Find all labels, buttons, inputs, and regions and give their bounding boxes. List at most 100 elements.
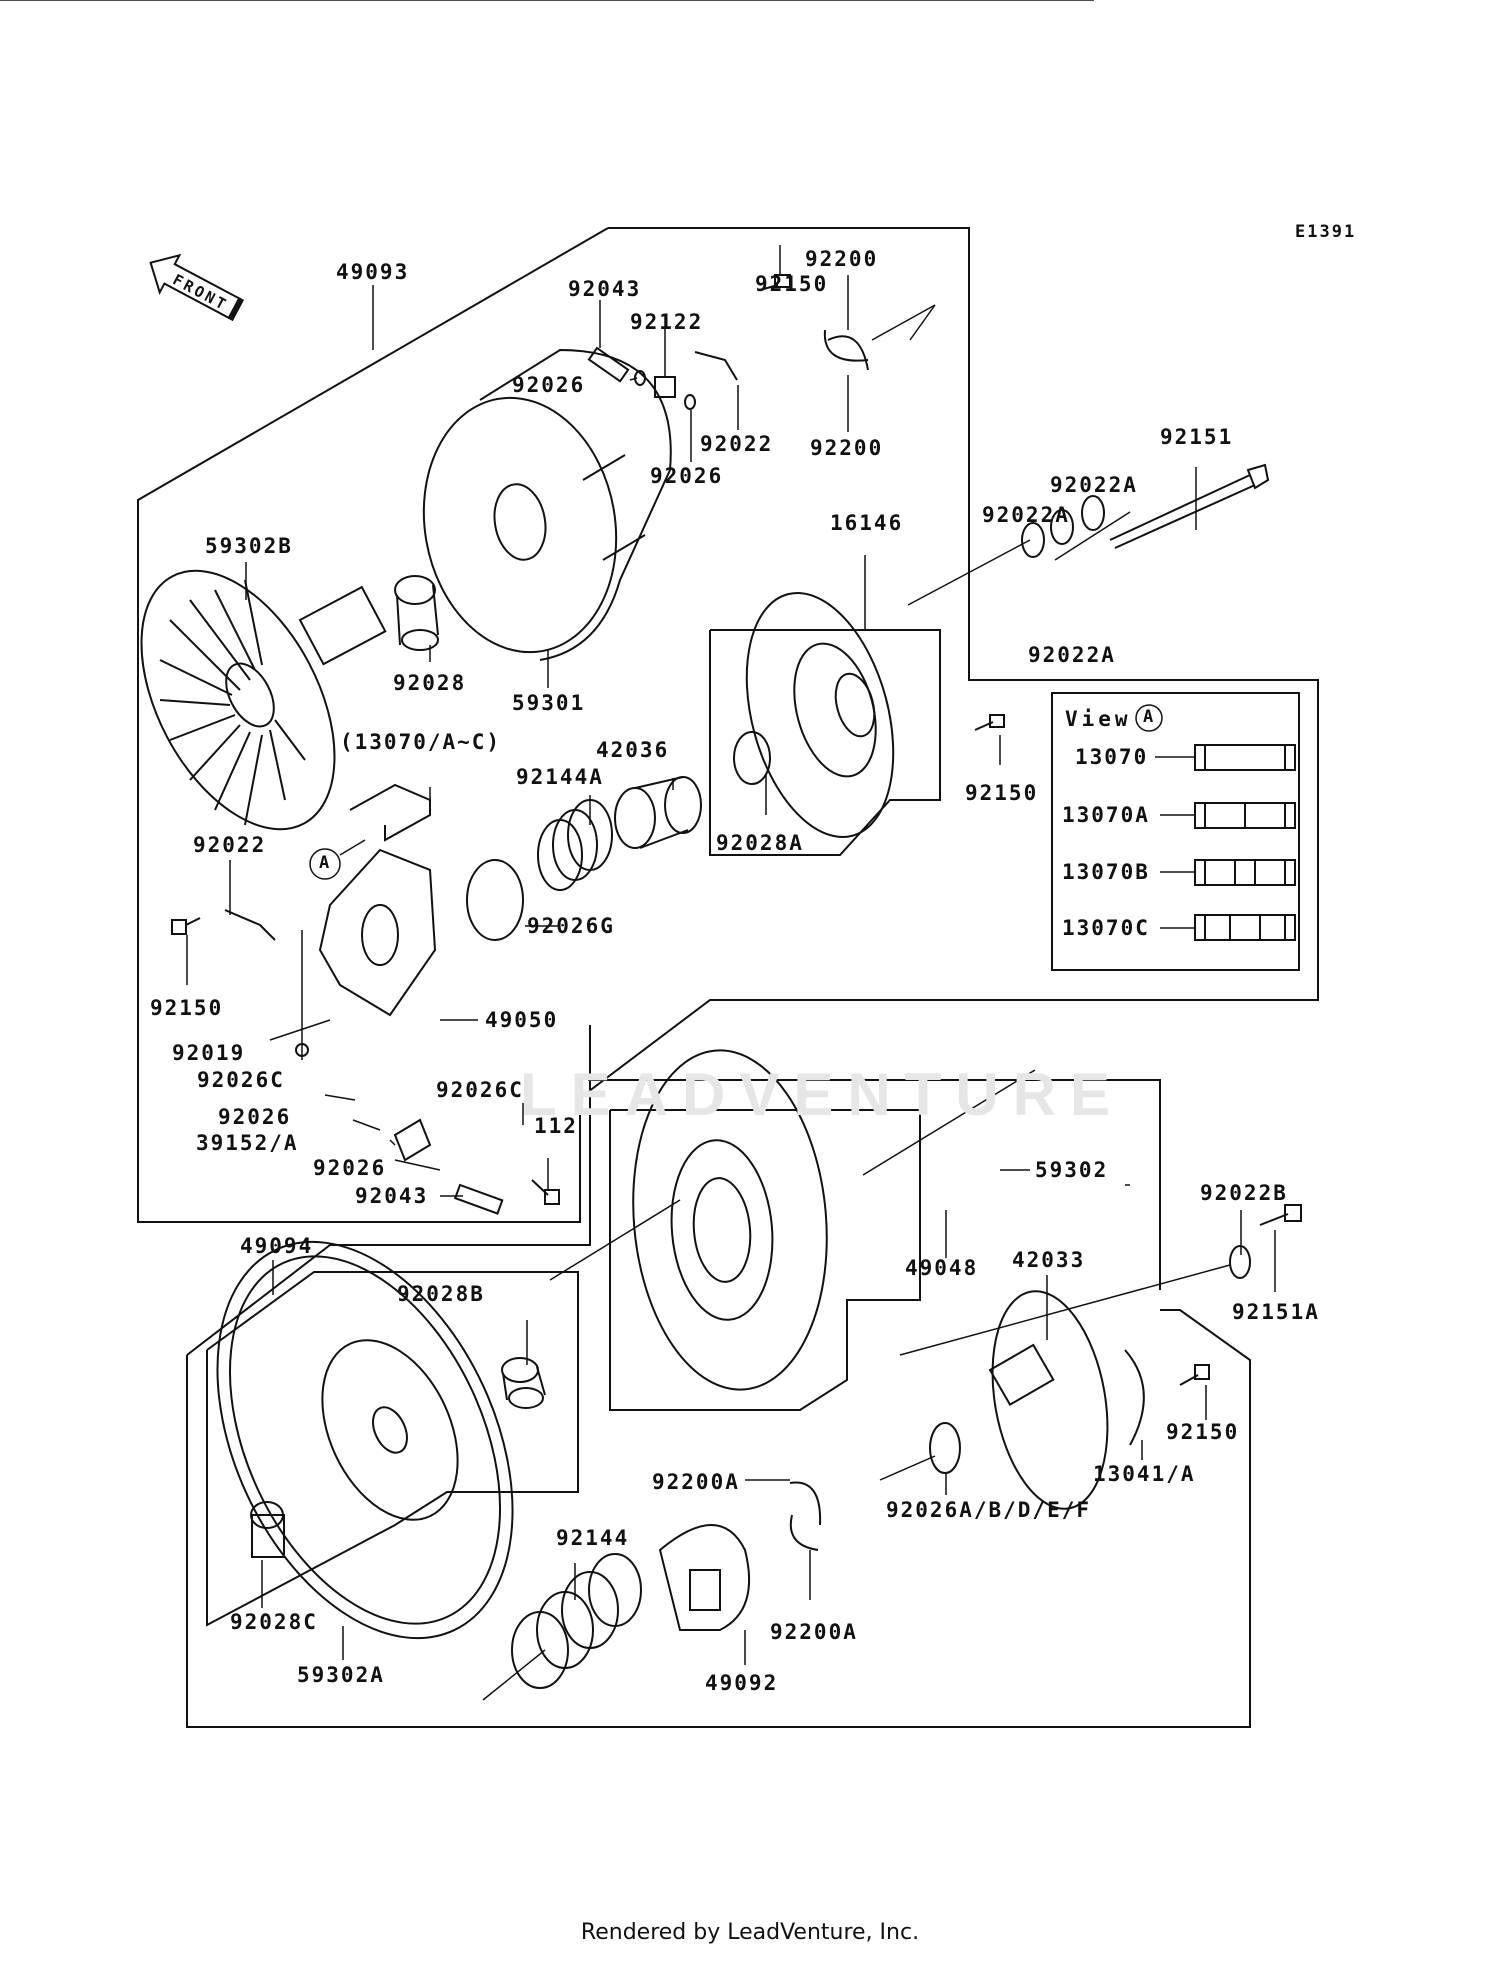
part-label-92200A-b[interactable]: 92200A (770, 1620, 858, 1644)
weight-39152A (393, 1118, 432, 1162)
part-label-92019[interactable]: 92019 (172, 1041, 246, 1065)
assembly-outline-49093 (137, 227, 1319, 1223)
part-label-92028A[interactable]: 92028A (716, 831, 804, 855)
part-label-92144A[interactable]: 92144A (516, 765, 604, 789)
part-label-92150-left[interactable]: 92150 (150, 996, 224, 1020)
washer-92022A-1 (1021, 522, 1045, 558)
assembly-outline-16146 (709, 629, 941, 856)
part-label-13070-ac[interactable]: (13070/A~C) (340, 730, 502, 754)
part-label-49048[interactable]: 49048 (905, 1256, 979, 1280)
part-label-92026-c[interactable]: 92026 (218, 1105, 292, 1129)
bolt-92151A (1259, 1204, 1302, 1226)
view-a-item-13070C-glyph (1194, 914, 1296, 941)
plate-92022-left (224, 909, 276, 941)
ref-a-marker: A (319, 853, 330, 873)
part-label-92026-a[interactable]: 92026 (512, 373, 586, 397)
part-label-92200A-a[interactable]: 92200A (652, 1470, 740, 1494)
part-label-92022B[interactable]: 92022B (1200, 1181, 1288, 1205)
half-ring-92200-bot (823, 329, 869, 362)
bushing-92028B (501, 1357, 546, 1409)
part-label-16146[interactable]: 16146 (830, 511, 904, 535)
view-a-item-13070C[interactable]: 13070C (1062, 916, 1150, 940)
assembly-outline-59302-inner (609, 1109, 921, 1411)
bolt-112 (531, 1179, 560, 1205)
part-label-49093[interactable]: 49093 (336, 260, 410, 284)
view-a-title: View (1065, 707, 1132, 731)
part-label-59302A[interactable]: 59302A (297, 1663, 385, 1687)
footer-credit: Rendered by LeadVenture, Inc. (580, 1920, 920, 1945)
part-label-39152A[interactable]: 39152/A (196, 1131, 299, 1155)
part-label-92150-top[interactable]: 92150 (755, 272, 829, 296)
part-label-92200-top[interactable]: 92200 (805, 247, 879, 271)
part-label-92028B[interactable]: 92028B (397, 1282, 485, 1306)
sheave-59302A (216, 1240, 514, 1640)
view-a-box (1051, 692, 1300, 971)
part-label-59302B[interactable]: 59302B (205, 534, 293, 558)
part-label-92028C[interactable]: 92028C (230, 1610, 318, 1634)
washer-92022A-2 (1050, 509, 1074, 545)
part-label-92026C-b[interactable]: 92026C (436, 1078, 524, 1102)
retainer-13070 (349, 783, 431, 842)
part-label-59301[interactable]: 59301 (512, 691, 586, 715)
plate-92022-top (694, 351, 738, 381)
part-label-92151[interactable]: 92151 (1160, 425, 1234, 449)
bolt-92150-top (759, 274, 791, 291)
plate-13041A (1124, 1349, 1145, 1446)
cover-16146 (745, 591, 895, 839)
part-label-92026-b[interactable]: 92026 (650, 464, 724, 488)
bushing-92028 (394, 575, 439, 651)
part-label-49050[interactable]: 49050 (485, 1008, 559, 1032)
part-label-42033[interactable]: 42033 (1012, 1248, 1086, 1272)
pin-92043-top (587, 346, 630, 383)
spring-92144 (511, 1553, 642, 1689)
view-a-item-13070-glyph (1194, 744, 1296, 771)
washer-92026ABDEF (929, 1422, 961, 1474)
collar-42036 (614, 776, 702, 849)
part-label-92026-d[interactable]: 92026 (313, 1156, 387, 1180)
part-label-42036[interactable]: 42036 (596, 738, 670, 762)
part-label-92043-top[interactable]: 92043 (568, 277, 642, 301)
washer-92026-b (684, 394, 696, 410)
part-label-92144[interactable]: 92144 (556, 1526, 630, 1550)
oring-92026G (466, 859, 524, 941)
view-a-marker: A (1143, 707, 1154, 727)
part-label-59302[interactable]: 59302 (1035, 1158, 1109, 1182)
cam-49092 (658, 1524, 751, 1631)
part-label-92043-bot[interactable]: 92043 (355, 1184, 429, 1208)
leader-lines (0, 0, 1276, 1701)
part-label-92022-top[interactable]: 92022 (700, 432, 774, 456)
bushing-92028A (733, 731, 771, 785)
part-label-92150-mid[interactable]: 92150 (965, 781, 1039, 805)
part-label-112[interactable]: 112 (534, 1114, 578, 1138)
assembly-outline-49094-right (186, 1309, 1251, 1728)
part-label-49092[interactable]: 49092 (705, 1671, 779, 1695)
view-a-item-13070B-glyph (1194, 859, 1296, 886)
part-label-92150-bot[interactable]: 92150 (1166, 1420, 1240, 1444)
washer-92022A-3 (1081, 495, 1105, 531)
part-label-92122[interactable]: 92122 (630, 310, 704, 334)
view-a-item-13070A[interactable]: 13070A (1062, 803, 1150, 827)
part-label-92022A-3[interactable]: 92022A (1028, 643, 1116, 667)
view-a-item-13070A-glyph (1194, 802, 1296, 829)
view-a-item-13070[interactable]: 13070 (1075, 745, 1149, 769)
part-label-92022A-1[interactable]: 92022A (1050, 473, 1138, 497)
circlip-92200A-a (789, 1481, 822, 1526)
view-a-marker-circle (1135, 704, 1163, 732)
part-label-49094[interactable]: 49094 (240, 1234, 314, 1258)
part-label-92026G[interactable]: 92026G (527, 914, 615, 938)
drum-59301 (422, 348, 672, 661)
part-label-13041A[interactable]: 13041/A (1093, 1462, 1196, 1486)
part-label-92028[interactable]: 92028 (393, 671, 467, 695)
view-a-item-13070B[interactable]: 13070B (1062, 860, 1150, 884)
part-label-92022A-2[interactable]: 92022A (982, 503, 1070, 527)
circlip-92200A-b (789, 1514, 819, 1551)
bolt-92150-left (171, 917, 201, 935)
part-label-92151A[interactable]: 92151A (1232, 1300, 1320, 1324)
part-label-92026C-a[interactable]: 92026C (197, 1068, 285, 1092)
part-label-92026ABDEF[interactable]: 92026A/B/D/E/F (886, 1498, 1092, 1522)
assembly-outline-59302 (588, 1079, 1161, 1290)
part-label-92022-left[interactable]: 92022 (193, 833, 267, 857)
washer-92022B (1229, 1245, 1251, 1279)
part-label-92200-bot[interactable]: 92200 (810, 436, 884, 460)
